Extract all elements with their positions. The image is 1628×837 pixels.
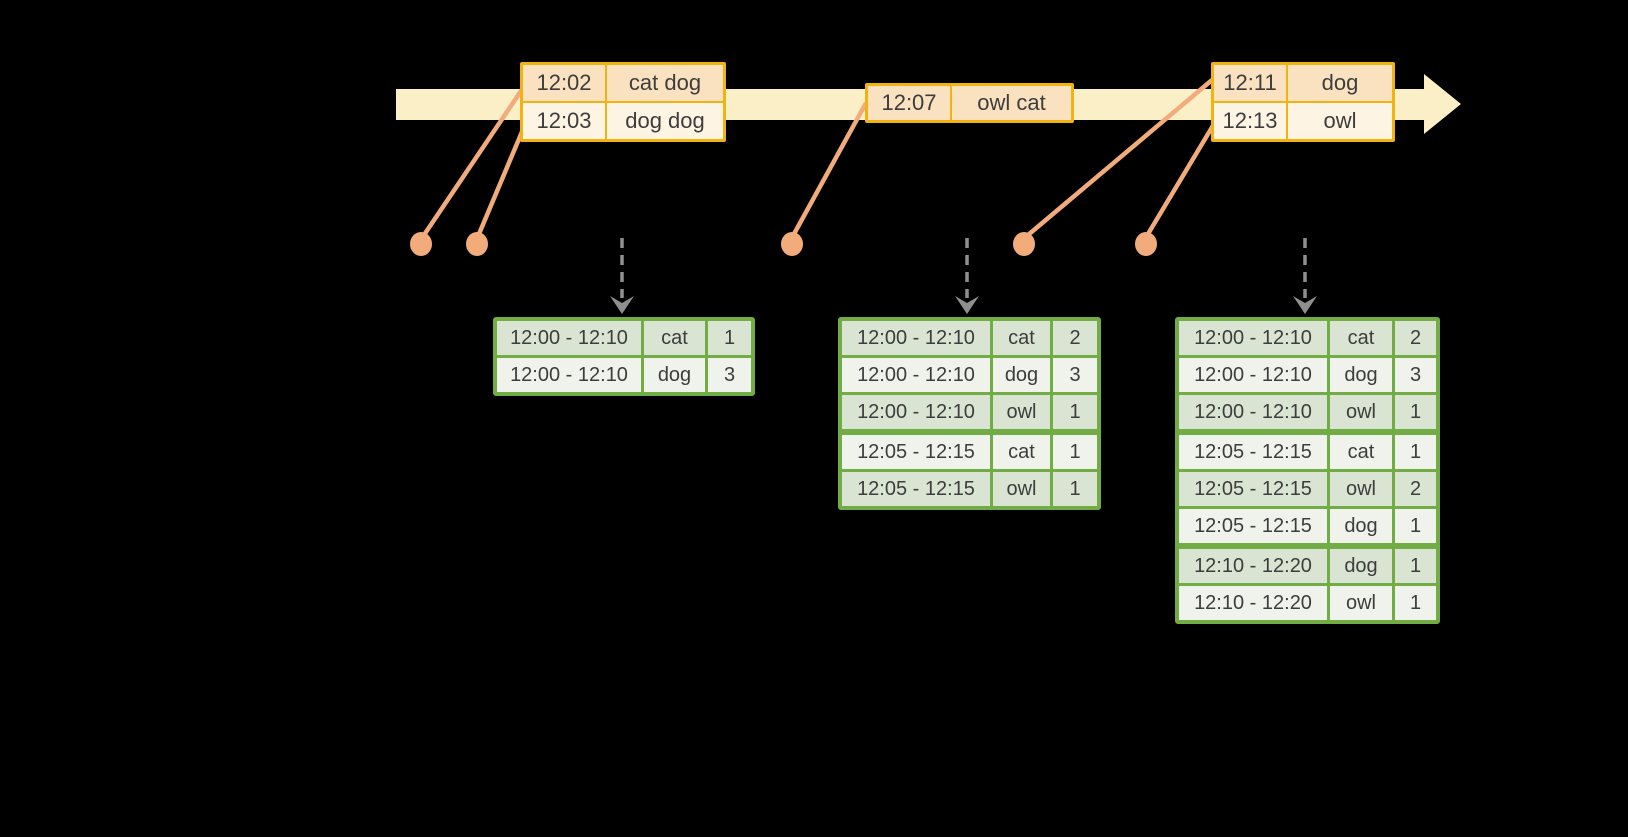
result-word-cell: cat bbox=[993, 435, 1050, 469]
result-count-cell: 1 bbox=[1053, 395, 1097, 429]
result-window-cell: 12:05 - 12:15 bbox=[842, 472, 990, 506]
result-window-cell: 12:10 - 12:20 bbox=[1179, 586, 1327, 620]
result-count-cell: 2 bbox=[1053, 321, 1097, 355]
result-word-cell: owl bbox=[993, 395, 1050, 429]
event-words-cell: dog bbox=[1288, 65, 1392, 101]
result-word-cell: dog bbox=[1330, 358, 1392, 392]
result-word-cell: cat bbox=[993, 321, 1050, 355]
result-word-cell: cat bbox=[1330, 321, 1392, 355]
event-dot-icon bbox=[466, 232, 488, 256]
result-window-cell: 12:05 - 12:15 bbox=[842, 435, 990, 469]
connector-line bbox=[476, 126, 527, 235]
result-count-cell: 1 bbox=[1395, 586, 1436, 620]
event-dot-icon bbox=[781, 232, 803, 256]
result-window-cell: 12:00 - 12:10 bbox=[497, 321, 641, 355]
result-word-cell: cat bbox=[1330, 435, 1392, 469]
result-count-cell: 3 bbox=[1053, 358, 1097, 392]
result-word-cell: cat bbox=[644, 321, 705, 355]
result-window-cell: 12:05 - 12:15 bbox=[1179, 509, 1327, 543]
result-count-cell: 3 bbox=[1395, 358, 1436, 392]
result-window-cell: 12:00 - 12:10 bbox=[497, 358, 641, 392]
result-window-cell: 12:05 - 12:15 bbox=[1179, 472, 1327, 506]
event-time-cell: 12:07 bbox=[868, 86, 950, 120]
result-count-cell: 1 bbox=[1053, 435, 1097, 469]
event-dot-icon bbox=[1135, 232, 1157, 256]
result-window-cell: 12:05 - 12:15 bbox=[1179, 435, 1327, 469]
result-count-cell: 2 bbox=[1395, 321, 1436, 355]
result-word-cell: owl bbox=[993, 472, 1050, 506]
result-count-cell: 1 bbox=[1395, 395, 1436, 429]
event-words-cell: dog dog bbox=[607, 103, 723, 139]
result-window-cell: 12:00 - 12:10 bbox=[1179, 321, 1327, 355]
result-count-cell: 3 bbox=[708, 358, 751, 392]
result-window-cell: 12:00 - 12:10 bbox=[842, 395, 990, 429]
result-word-cell: owl bbox=[1330, 395, 1392, 429]
event-words-cell: owl bbox=[1288, 103, 1392, 139]
event-time-cell: 12:11 bbox=[1214, 65, 1286, 101]
event-dots bbox=[410, 232, 1157, 256]
timeline-arrowhead-icon bbox=[1424, 74, 1461, 134]
result-word-cell: owl bbox=[1330, 472, 1392, 506]
event-words-cell: cat dog bbox=[607, 65, 723, 101]
result-word-cell: dog bbox=[1330, 549, 1392, 583]
connector-line bbox=[792, 101, 868, 236]
result-window-cell: 12:10 - 12:20 bbox=[1179, 549, 1327, 583]
result-window-cell: 12:00 - 12:10 bbox=[1179, 395, 1327, 429]
result-count-cell: 1 bbox=[1395, 435, 1436, 469]
trigger-arrows bbox=[610, 238, 1317, 314]
result-word-cell: owl bbox=[1330, 586, 1392, 620]
trigger-arrow-icon bbox=[955, 238, 979, 314]
event-dot-icon bbox=[410, 232, 432, 256]
event-time-cell: 12:03 bbox=[523, 103, 605, 139]
result-count-cell: 1 bbox=[1053, 472, 1097, 506]
result-count-cell: 1 bbox=[1395, 509, 1436, 543]
trigger-arrow-icon bbox=[1293, 238, 1317, 314]
result-count-cell: 2 bbox=[1395, 472, 1436, 506]
result-window-cell: 12:00 - 12:10 bbox=[842, 358, 990, 392]
result-count-cell: 1 bbox=[1395, 549, 1436, 583]
result-window-cell: 12:00 - 12:10 bbox=[842, 321, 990, 355]
event-time-cell: 12:13 bbox=[1214, 103, 1286, 139]
result-window-cell: 12:00 - 12:10 bbox=[1179, 358, 1327, 392]
event-dot-icon bbox=[1013, 232, 1035, 256]
result-count-cell: 1 bbox=[708, 321, 751, 355]
result-word-cell: dog bbox=[1330, 509, 1392, 543]
event-words-cell: owl cat bbox=[952, 86, 1071, 120]
event-time-cell: 12:02 bbox=[523, 65, 605, 101]
connector-line bbox=[1146, 122, 1216, 236]
trigger-arrow-icon bbox=[610, 238, 634, 314]
result-word-cell: dog bbox=[993, 358, 1050, 392]
result-word-cell: dog bbox=[644, 358, 705, 392]
